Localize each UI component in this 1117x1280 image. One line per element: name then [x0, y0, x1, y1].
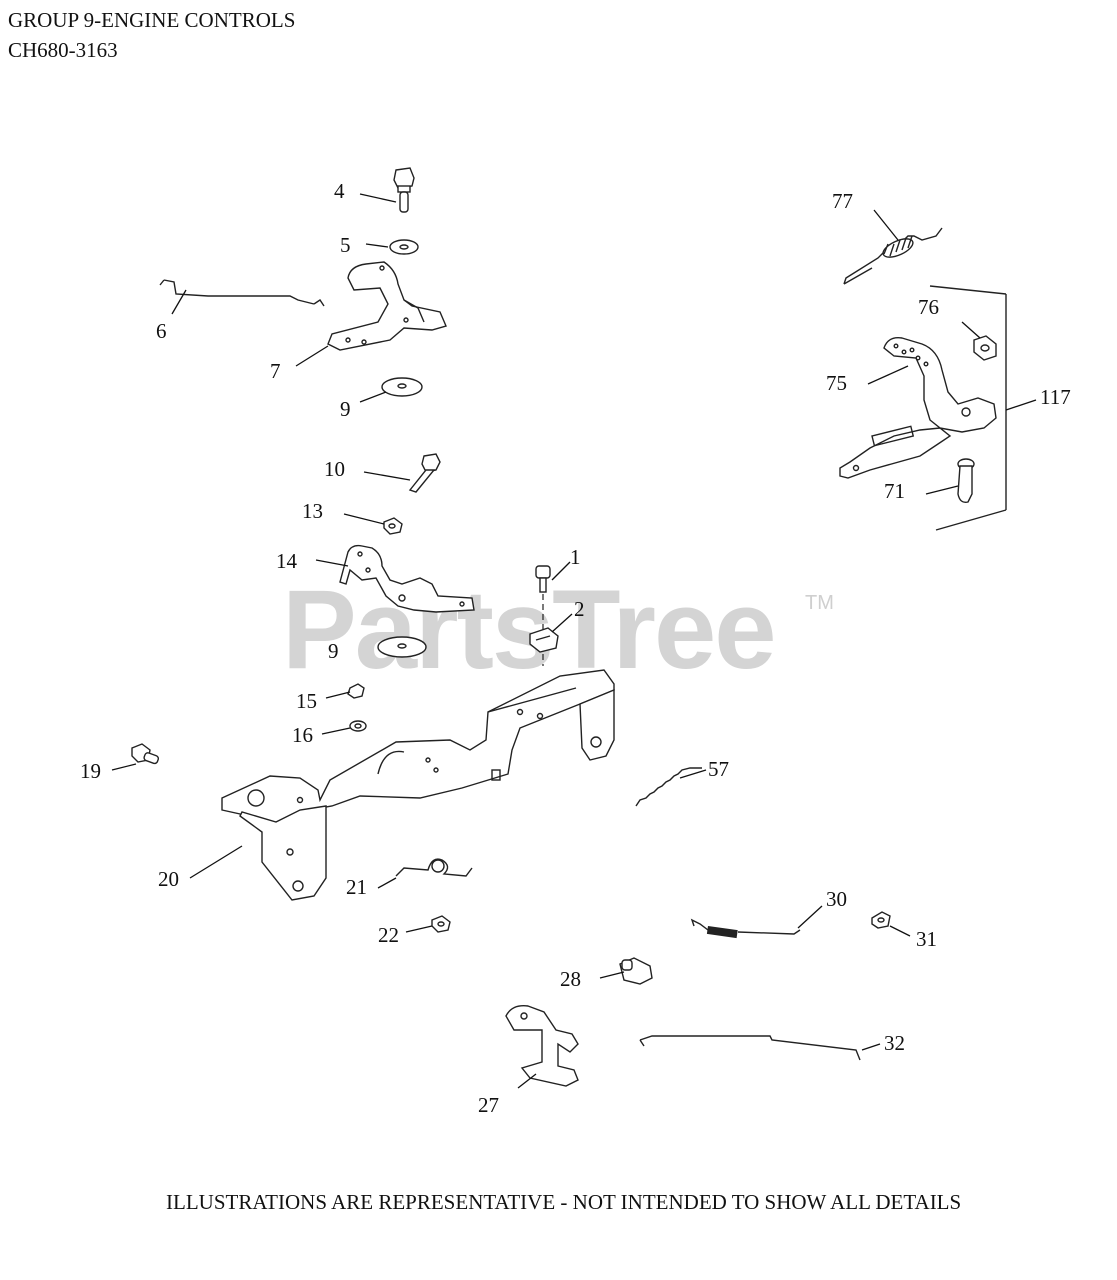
- callout-19: 19: [80, 759, 101, 783]
- callout-57: 57: [708, 757, 729, 781]
- leader-20: [189, 845, 243, 879]
- leader-7: [295, 345, 329, 367]
- part-15-nut[interactable]: [347, 683, 365, 699]
- callout-13: 13: [302, 499, 323, 523]
- leader-4: [359, 193, 397, 203]
- part-1-screw[interactable]: [535, 565, 551, 593]
- callout-20: 20: [158, 867, 179, 891]
- callout-31: 31: [916, 927, 937, 951]
- part-20-control-panel[interactable]: [221, 669, 615, 901]
- part-16-washer[interactable]: [349, 720, 367, 732]
- leader-5: [365, 243, 389, 248]
- leader-57: [679, 769, 707, 779]
- part-10-pivot-bolt[interactable]: [408, 453, 441, 493]
- part-57-spring[interactable]: [635, 767, 702, 807]
- callout-9b: 9: [328, 639, 339, 663]
- leader-13: [343, 513, 385, 525]
- part-28-cable-clamp[interactable]: [619, 957, 653, 985]
- leader-71: [925, 485, 959, 495]
- part-31-fitting[interactable]: [871, 911, 891, 929]
- part-13-hex-nut[interactable]: [383, 517, 403, 535]
- part-22-nut[interactable]: [431, 915, 451, 933]
- diagram-title: GROUP 9-ENGINE CONTROLS: [8, 8, 296, 32]
- leader-75: [867, 365, 909, 385]
- leader-1: [551, 561, 571, 581]
- callout-30: 30: [826, 887, 847, 911]
- trademark-mark: TM: [805, 592, 834, 614]
- callout-117: 117: [1040, 385, 1071, 409]
- leader-76: [961, 321, 981, 339]
- disclaimer-footer: ILLUSTRATIONS ARE REPRESENTATIVE - NOT I…: [166, 1190, 962, 1214]
- watermark-logo: PartsTree: [282, 567, 777, 692]
- part-2-clip[interactable]: [529, 627, 559, 653]
- part-77-extension-spring[interactable]: [843, 227, 943, 285]
- part-14-throttle-lever[interactable]: [339, 544, 475, 613]
- callout-76: 76: [918, 295, 939, 319]
- callout-1: 1: [570, 545, 581, 569]
- callout-9a: 9: [340, 397, 351, 421]
- leader-21: [377, 877, 397, 889]
- callout-32: 32: [884, 1031, 905, 1055]
- part-75-speed-control-lever[interactable]: [839, 337, 997, 479]
- callout-6: 6: [156, 319, 167, 343]
- part-7-control-bracket[interactable]: [327, 261, 447, 351]
- leader-19: [111, 763, 137, 771]
- callout-28: 28: [560, 967, 581, 991]
- part-9-washer-upper[interactable]: [381, 377, 423, 397]
- leader-22: [405, 925, 433, 933]
- callout-14: 14: [276, 549, 298, 573]
- part-4-bolt[interactable]: [393, 167, 415, 213]
- callout-21: 21: [346, 875, 367, 899]
- part-6-linkage-rod[interactable]: [159, 279, 325, 307]
- part-5-washer[interactable]: [389, 239, 419, 255]
- part-27-choke-lever[interactable]: [505, 1005, 579, 1087]
- model-number: CH680-3163: [8, 38, 118, 62]
- callout-2: 2: [574, 597, 585, 621]
- callout-77: 77: [832, 189, 853, 213]
- leader-117: [1005, 399, 1037, 411]
- part-32-choke-rod[interactable]: [639, 1035, 861, 1061]
- leader-10: [363, 471, 411, 481]
- leader-30: [797, 905, 823, 929]
- callout-15: 15: [296, 689, 317, 713]
- leader-15: [325, 691, 351, 699]
- callout-7: 7: [270, 359, 281, 383]
- part-71-stud-pin[interactable]: [957, 458, 975, 504]
- leader-2: [551, 613, 573, 633]
- leader-28: [599, 971, 625, 979]
- part-19-shoulder-bolt[interactable]: [131, 743, 160, 765]
- leader-27: [517, 1073, 537, 1089]
- part-9-washer-lower[interactable]: [377, 636, 427, 658]
- callout-4: 4: [334, 179, 345, 203]
- callout-27: 27: [478, 1093, 499, 1117]
- callout-75: 75: [826, 371, 847, 395]
- callout-10: 10: [324, 457, 345, 481]
- leader-77: [873, 209, 899, 241]
- leader-14: [315, 559, 349, 567]
- callout-16: 16: [292, 723, 313, 747]
- leader-32: [861, 1043, 881, 1051]
- part-30-spring-wire[interactable]: [690, 918, 801, 939]
- leader-9a: [359, 391, 387, 403]
- leader-16: [321, 727, 351, 735]
- leader-6: [171, 289, 187, 315]
- leader-31: [889, 925, 911, 937]
- callout-5: 5: [340, 233, 351, 257]
- part-76-nut[interactable]: [973, 335, 997, 361]
- part-21-torsion-spring[interactable]: [395, 858, 473, 877]
- kit-117-boundary: [929, 285, 1007, 531]
- callout-22: 22: [378, 923, 399, 947]
- callout-71: 71: [884, 479, 905, 503]
